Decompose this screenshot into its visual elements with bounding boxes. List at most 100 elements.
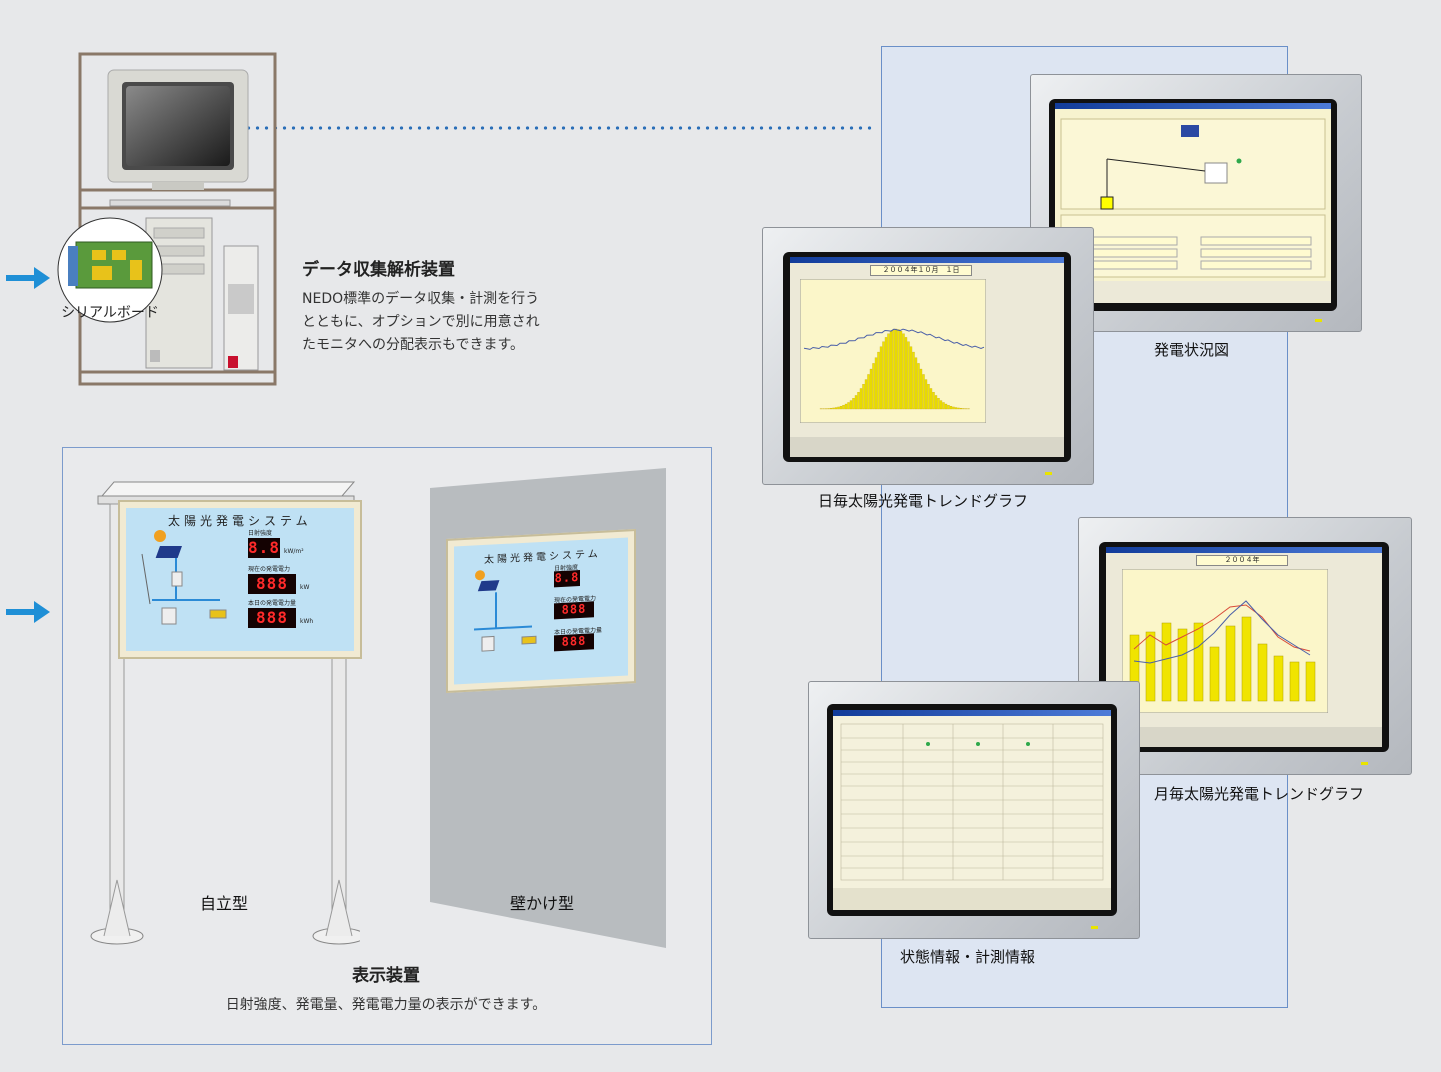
- daily-bar: [859, 388, 863, 410]
- unit-current-power: kW: [300, 584, 310, 591]
- monthly-bar: [1257, 643, 1268, 702]
- sign-label-current-power: 現在の発電電力: [248, 566, 291, 573]
- status-info-label: 状態情報・計測情報: [900, 948, 1036, 966]
- collector-title: データ収集解析装置: [302, 260, 455, 280]
- daily-bar: [897, 329, 900, 410]
- daily-bar: [864, 379, 868, 410]
- daily-bar: [852, 398, 855, 410]
- daily-bar: [914, 357, 918, 410]
- monthly-bar: [1161, 622, 1172, 702]
- sign-label-today-energy: 本日の発電電力量: [248, 600, 297, 607]
- monitor-monthly-trend: ２００４年: [1078, 517, 1412, 775]
- wall-led-current-power: 888: [554, 601, 594, 620]
- status-diagram-label: 発電状況図: [1154, 341, 1230, 359]
- collector-desc-line: とともに、オプションで別に用意され: [302, 314, 540, 330]
- monthly-blue-line: [1133, 600, 1311, 664]
- status-info-table: [833, 723, 1111, 910]
- wall-label: 壁かけ型: [510, 894, 575, 913]
- monthly-trend-chart: [1122, 569, 1328, 713]
- input-arrow-top: [6, 267, 50, 289]
- daily-bar: [857, 392, 860, 410]
- computer-rack: [78, 52, 277, 386]
- daily-bar: [842, 405, 845, 410]
- daily-trend-label: 日毎太陽光発電トレンドグラフ: [818, 492, 1029, 510]
- wall-led-today-energy: 888: [554, 633, 594, 652]
- display-title: 表示装置: [352, 966, 420, 986]
- daily-bar: [839, 406, 843, 410]
- daily-bar: [884, 337, 888, 410]
- serial-board-label: シリアルボード: [61, 305, 159, 321]
- standalone-sign-title: 太陽光発電システム: [168, 514, 312, 528]
- monthly-bar: [1177, 628, 1188, 702]
- serial-board-illustration: [57, 217, 163, 323]
- wall-system-diagram-icon: [474, 570, 537, 652]
- led-today-energy: 888: [248, 608, 296, 628]
- collector-desc-line: NEDO標準のデータ収集・計測を行う: [302, 291, 540, 307]
- standalone-sign-board: 太陽光発電システム 日射強度 8.8 kW/m² 現在の発電電力 888 kW …: [118, 500, 362, 659]
- display-description: 日射強度、発電量、発電電力量の表示ができます。: [225, 997, 547, 1013]
- screen-status-info: [833, 710, 1111, 910]
- daily-bar: [944, 403, 948, 410]
- daily-bar: [932, 392, 935, 410]
- daily-bar: [879, 346, 883, 410]
- daily-bar: [949, 406, 953, 410]
- daily-bar: [957, 407, 960, 410]
- daily-bar: [954, 407, 958, 410]
- monitor-status-info: [808, 681, 1140, 939]
- daily-bar: [844, 403, 848, 410]
- daily-bar: [872, 363, 875, 410]
- daily-bar: [829, 408, 833, 410]
- daily-bar: [889, 331, 893, 410]
- monthly-year-box: ２００４年: [1196, 555, 1288, 566]
- unit-today-energy: kWh: [300, 618, 314, 625]
- daily-bar: [934, 395, 938, 410]
- daily-bar: [882, 341, 885, 410]
- daily-bar: [827, 408, 830, 410]
- daily-bar: [937, 398, 940, 410]
- dotted-connection-line: [172, 126, 872, 130]
- daily-bar: [887, 333, 890, 410]
- daily-bar: [947, 405, 950, 410]
- monthly-bar: [1193, 622, 1204, 702]
- standalone-label: 自立型: [200, 894, 249, 913]
- daily-bar: [869, 368, 873, 410]
- monthly-bar: [1145, 631, 1156, 702]
- system-diagram-icon: [141, 530, 227, 625]
- monthly-bar: [1305, 661, 1316, 702]
- screen-monthly-trend: ２００４年: [1106, 547, 1382, 747]
- sign-label-irradiance: 日射強度: [248, 530, 273, 537]
- status-diagram-content: [1055, 118, 1331, 303]
- daily-bar: [899, 331, 903, 410]
- daily-bar: [849, 400, 853, 410]
- collector-description: NEDO標準のデータ収集・計測を行う とともに、オプションで別に用意され たモニ…: [302, 288, 540, 357]
- daily-bar: [837, 406, 840, 410]
- daily-bar: [939, 400, 943, 410]
- daily-bar: [917, 363, 920, 410]
- screen-daily-trend: ２００４年１０月 １日: [790, 257, 1064, 457]
- daily-bar: [924, 379, 928, 410]
- daily-bar: [942, 402, 945, 410]
- daily-bar: [912, 351, 915, 410]
- monthly-bar: [1273, 655, 1284, 702]
- daily-bar: [892, 329, 895, 410]
- monthly-red-line: [1133, 604, 1311, 652]
- daily-bar: [927, 384, 930, 410]
- daily-bar: [929, 388, 933, 410]
- daily-bar: [959, 408, 963, 410]
- daily-bar: [904, 337, 908, 410]
- daily-bar: [919, 368, 923, 410]
- daily-bar: [854, 395, 858, 410]
- led-current-power: 888: [248, 574, 296, 594]
- daily-bar: [907, 341, 910, 410]
- daily-date-box: ２００４年１０月 １日: [870, 265, 972, 276]
- collector-desc-line: たモニタへの分配表示もできます。: [302, 337, 525, 353]
- monitor-daily-trend: ２００４年１０月 １日: [762, 227, 1094, 485]
- daily-bar: [862, 384, 865, 410]
- unit-irradiance: kW/m²: [284, 548, 304, 555]
- daily-temperature-line: [803, 328, 985, 350]
- daily-bar: [867, 374, 870, 410]
- daily-bar: [832, 407, 835, 410]
- daily-bar: [922, 374, 925, 410]
- daily-trend-chart: [800, 279, 986, 423]
- wall-sign-board: 太陽光発電システム 日射強度 8.8 現在の発電電力 888 本日の発電電力量 …: [446, 529, 636, 693]
